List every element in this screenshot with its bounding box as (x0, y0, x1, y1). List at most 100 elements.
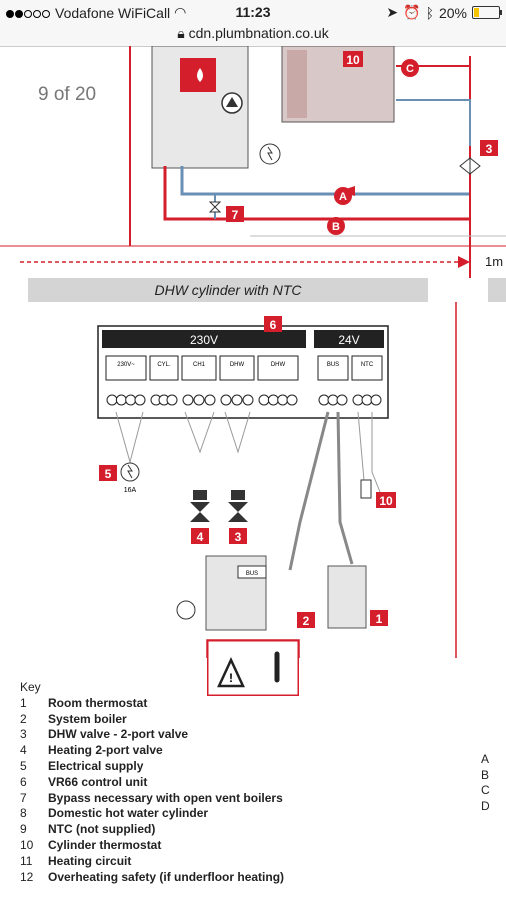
terminal-label: 230V~ (117, 362, 135, 368)
key-item-number: 5 (20, 758, 27, 773)
warning-icon (217, 657, 245, 688)
label-3-box (480, 140, 498, 156)
key-item: 3 DHW valve - 2-port valve (20, 727, 284, 743)
terminal-screw (204, 394, 216, 406)
valve-icon (228, 490, 248, 522)
key-item-label: Heating 2-port valve (48, 743, 163, 758)
terminal-screw (193, 394, 205, 406)
terminal-screw (220, 394, 232, 406)
battery-icon (472, 6, 502, 19)
label-a: A (339, 191, 347, 203)
carrier-name: Vodafone WiFiCall (55, 4, 171, 21)
terminal-screw (115, 394, 127, 406)
bluetooth-icon: ᛒ (425, 4, 434, 21)
key-title: Key (20, 680, 41, 694)
key-item-label: System boiler (48, 711, 127, 726)
key-item-label: Bypass necessary with open vent boilers (48, 790, 283, 805)
key-item-label: Electrical supply (48, 758, 144, 773)
label-7: 7 (232, 208, 239, 222)
carrier-group: Vodafone WiFiCall ◠ (6, 4, 186, 21)
terminal-screw (336, 394, 348, 406)
url-bar[interactable]: 🔒︎ cdn.plumbnation.co.uk (0, 24, 506, 47)
terminal-screw (370, 394, 382, 406)
key-item-number: 10 (20, 837, 34, 852)
electric-icon (120, 462, 140, 482)
page-content: 9 of 20 10 C 3 A 7 B (0, 46, 506, 900)
key-item-number: 3 (20, 727, 27, 742)
label-10b: 10 (379, 494, 393, 508)
label-3b: 3 (235, 530, 242, 544)
electric-icon (176, 600, 196, 620)
valve-icon (190, 490, 210, 522)
page-indicator: 9 of 20 (38, 84, 97, 105)
label-5: 5 (105, 467, 112, 481)
terminal-screw (286, 394, 298, 406)
key-item: 10 Cylinder thermostat (20, 838, 284, 854)
clock: 11:23 (235, 4, 271, 20)
distance-label: 1m (485, 254, 503, 269)
legend-letter: A (481, 752, 490, 766)
key-item-number: 8 (20, 806, 27, 821)
legend-letter: B (481, 767, 490, 782)
legend-letter: D (481, 798, 490, 813)
section-title: DHW cylinder with NTC (28, 278, 428, 302)
fuse-label: 16A (124, 487, 137, 494)
key-item-number: 2 (20, 711, 27, 726)
terminal-screw (267, 394, 279, 406)
legend-letter: C (481, 783, 490, 797)
key-item: 6 VR66 control unit (20, 775, 284, 791)
label-c: C (406, 63, 414, 75)
key-item-number: 4 (20, 743, 27, 758)
voltage-24-label: 24V (338, 333, 359, 347)
terminal-screw (182, 394, 194, 406)
key-item: 4 Heating 2-port valve (20, 743, 284, 759)
status-icons: ➤ ⏰ ᛒ 20% (386, 4, 502, 21)
section-title-next (488, 278, 506, 302)
label-3: 3 (486, 142, 493, 156)
terminal-label: NTC (361, 362, 374, 368)
terminal-screw (166, 394, 178, 406)
bus-label: BUS (246, 571, 258, 577)
key-item-label: Domestic hot water cylinder (48, 806, 209, 821)
terminal-screw (277, 394, 289, 406)
valve-icon (208, 201, 222, 213)
terminal-label: BUS (327, 362, 339, 368)
label-4: 4 (197, 530, 204, 544)
key-item-number: 7 (20, 790, 27, 805)
key-item-label: Cylinder thermostat (48, 837, 162, 852)
terminal-block (317, 355, 349, 381)
terminal-label: CH1 (193, 362, 206, 368)
key-item-label: Room thermostat (48, 695, 148, 710)
terminal-block (149, 355, 179, 381)
label-10-box (343, 51, 363, 67)
terminal-block (105, 355, 147, 381)
key-item-label: VR66 control unit (48, 774, 148, 789)
key-item-number: 9 (20, 822, 27, 837)
label-6: 6 (270, 318, 277, 332)
key-item-label: DHW valve - 2-port valve (48, 727, 189, 742)
terminal-block (181, 355, 217, 381)
terminal-label: DHW (271, 362, 286, 368)
battery-percent: 20% (438, 4, 467, 21)
label-1: 1 (376, 612, 383, 626)
alarm-icon: ⏰ (403, 4, 421, 20)
key-item-label: Heating circuit (48, 853, 132, 868)
key-item-number: 12 (20, 869, 34, 884)
wifi-icon: ◠ (174, 4, 187, 20)
key-item: 8 Domestic hot water cylinder (20, 806, 284, 822)
url-text: cdn.plumbnation.co.uk (188, 25, 329, 41)
voltage-230-label: 230V (190, 333, 218, 347)
key-item-number: 11 (20, 853, 33, 868)
heating-schematic: 10 C 3 A 7 B 1m (0, 46, 506, 278)
key-item: 5 Electrical supply (20, 759, 284, 775)
terminal-block (257, 355, 299, 381)
label-7-box (226, 206, 244, 222)
key-item-number: 6 (20, 774, 27, 789)
lock-icon: 🔒︎ (177, 25, 185, 41)
